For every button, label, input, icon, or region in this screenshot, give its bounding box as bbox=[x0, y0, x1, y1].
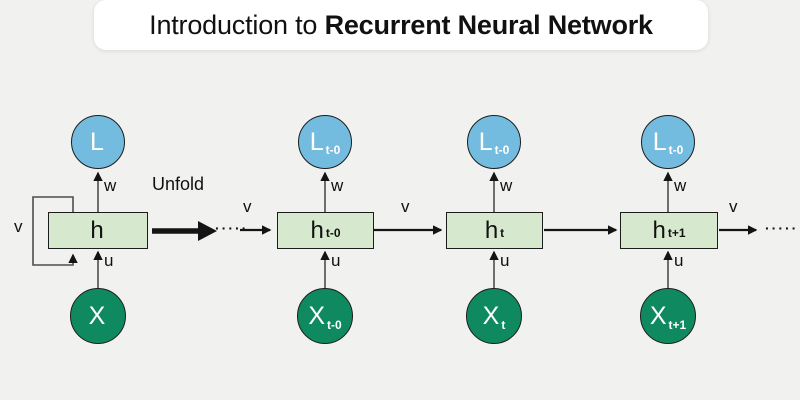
title-card: Introduction to Recurrent Neural Network bbox=[94, 0, 708, 50]
edge-label-w-folded: w bbox=[104, 176, 117, 195]
node-main-label: X bbox=[88, 301, 106, 330]
node-main-label: X bbox=[308, 301, 325, 330]
node-subscript: t-0 bbox=[325, 226, 341, 240]
node-main-label: X bbox=[649, 301, 667, 330]
unfold-label: Unfold bbox=[152, 174, 205, 194]
node-main-label: L bbox=[478, 127, 493, 156]
node-main-label: X bbox=[482, 301, 500, 330]
node-subscript: t bbox=[500, 226, 505, 240]
edge-label-u-t: u bbox=[500, 251, 510, 270]
edge-label-w-t0: w bbox=[331, 176, 344, 195]
edge-label-u-t0: u bbox=[331, 251, 341, 270]
node-subscript: t-0 bbox=[668, 143, 684, 157]
node-main-label: h bbox=[90, 216, 104, 244]
node-subscript: t-0 bbox=[325, 143, 341, 157]
node-subscript: t+1 bbox=[667, 226, 686, 240]
edge-label-w-t: w bbox=[500, 176, 513, 195]
output-node-L-folded: L bbox=[71, 115, 125, 169]
title-prefix: Introduction to bbox=[149, 9, 325, 40]
node-main-label: L bbox=[90, 127, 104, 156]
node-main-label: L bbox=[652, 127, 667, 156]
edge-label-v-loop: v bbox=[14, 217, 23, 236]
node-subscript: t-0 bbox=[327, 318, 342, 332]
title-emphasis: Recurrent Neural Network bbox=[324, 9, 653, 40]
node-subscript: t+1 bbox=[668, 318, 687, 332]
input-node-X-folded: X bbox=[70, 288, 126, 344]
edge-label-v-into-t0: v bbox=[243, 197, 252, 216]
edge-label-w-t1: w bbox=[674, 176, 687, 195]
node-main-label: L bbox=[309, 127, 324, 156]
unfold-arrow bbox=[152, 221, 217, 241]
node-main-label: h bbox=[652, 216, 666, 244]
recurrence-loop-arrow bbox=[32, 196, 78, 266]
edge-label-u-t1: u bbox=[674, 251, 684, 270]
node-main-label: h bbox=[484, 216, 499, 244]
ellipsis-left: ····· bbox=[215, 220, 249, 236]
ellipsis-right: ····· bbox=[765, 220, 799, 236]
page-title: Introduction to Recurrent Neural Network bbox=[149, 10, 653, 41]
edge-label-v-out: v bbox=[729, 197, 738, 216]
node-main-label: h bbox=[310, 216, 324, 244]
edge-label-v-t0-t: v bbox=[401, 197, 410, 216]
node-subscript: t bbox=[501, 318, 506, 332]
edge-label-u-folded: u bbox=[104, 251, 114, 270]
hidden-node-h-folded: h bbox=[48, 212, 148, 249]
node-subscript: t-0 bbox=[494, 143, 510, 157]
